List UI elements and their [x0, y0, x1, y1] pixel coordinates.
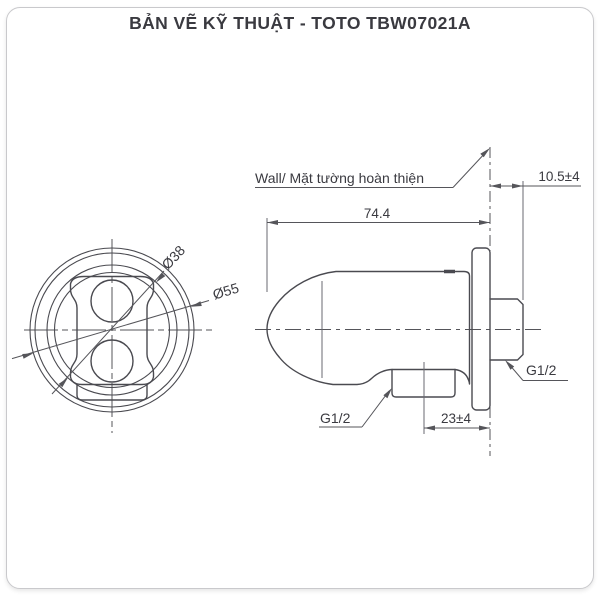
escutcheon-step-circle: [46, 264, 178, 396]
dim-74-label: 74.4: [364, 206, 391, 221]
wall-flange: [471, 247, 491, 411]
thread-label-right: G1/2: [526, 362, 557, 378]
dim-74-arrow-right: [479, 220, 490, 225]
dia55-label: Ø55: [211, 280, 241, 303]
dim-23-arrow-left: [424, 425, 435, 431]
thread-label-bottom: G1/2: [320, 410, 351, 426]
dim-23-arrow-right: [479, 425, 490, 431]
wall-leader-arrowhead: [480, 148, 490, 158]
wall-leader-line: [452, 150, 488, 188]
dim-105-label: 10.5±4: [538, 169, 580, 184]
wall-label: Wall/ Mặt tường hoàn thiện: [255, 170, 424, 186]
front-view: Ø38 Ø55: [11, 239, 241, 433]
bottom-port-circle: [90, 339, 134, 383]
top-port-circle: [90, 279, 134, 323]
dia38-label: Ø38: [158, 242, 188, 272]
body-outline: [266, 270, 471, 386]
page-border: [6, 7, 594, 589]
thread-right-arrowhead: [505, 360, 515, 370]
inner-circle-d38: [53, 271, 171, 389]
dim-74-arrow-left: [267, 220, 278, 225]
outer-ring-inner-circle: [34, 252, 190, 408]
dia55-arrowhead-left: [22, 353, 34, 359]
thread-bottom-arrowhead: [383, 388, 392, 399]
dia38-dimension-line: [51, 270, 165, 395]
page-title: BẢN VẼ KỸ THUẬT - TOTO TBW07021A: [129, 13, 471, 33]
dia38-arrowhead-lower: [58, 377, 68, 388]
side-view: 74.4 10.5±4 23±4 Wall/ Mặt tường hoàn th…: [255, 147, 581, 456]
rear-thread-shank: [489, 298, 524, 361]
dia38-arrowhead-upper: [156, 272, 166, 283]
spool-body-outline: [69, 275, 155, 386]
thread-bottom-leader: [361, 390, 390, 428]
dim-105-arrow-right: [512, 183, 523, 189]
dim-105-arrow-left: [490, 183, 501, 189]
dim-23-label: 23±4: [441, 411, 471, 426]
spool-bottom-tab: [76, 383, 148, 401]
dia55-arrowhead-right: [190, 301, 202, 307]
dia55-dimension-line: [11, 300, 210, 360]
outer-circle-d55: [29, 247, 195, 413]
